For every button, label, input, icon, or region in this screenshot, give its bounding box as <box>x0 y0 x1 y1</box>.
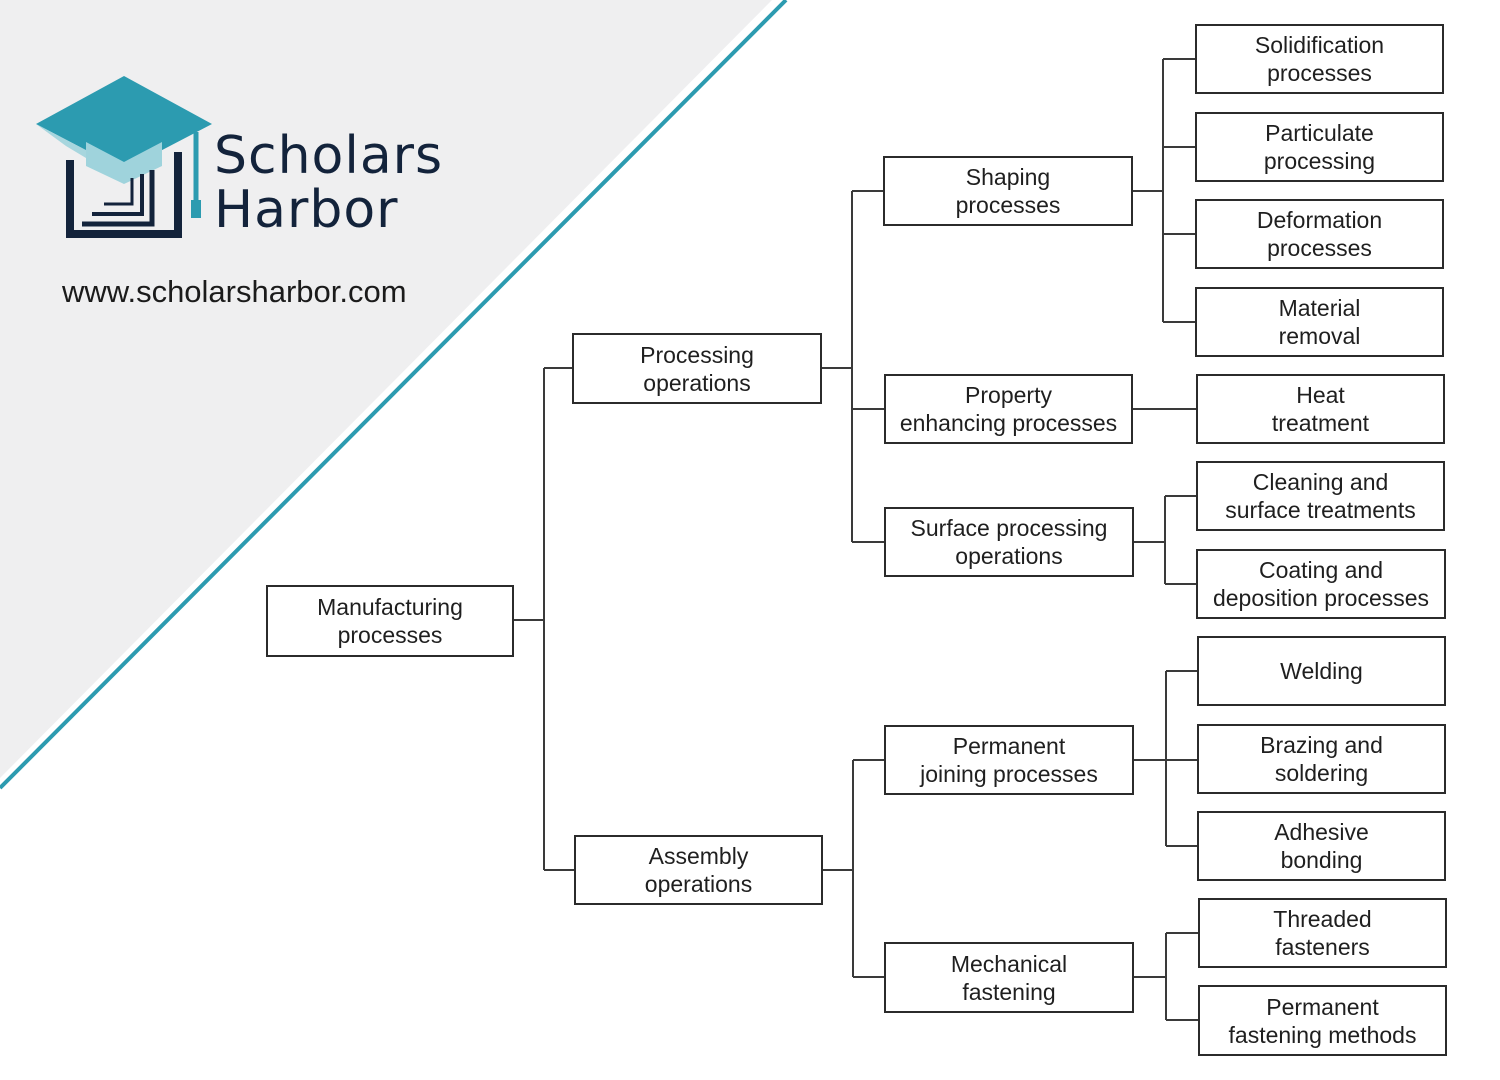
node-surface-processing-operations: Surface processing operations <box>884 507 1134 577</box>
node-threaded-fasteners: Threaded fasteners <box>1198 898 1447 968</box>
brand-url: www.scholarsharbor.com <box>62 274 407 309</box>
diagonal-accent-line <box>0 0 788 790</box>
gray-panel <box>0 0 772 778</box>
brand-name-line1: Scholars <box>214 126 444 186</box>
node-deformation-processes: Deformation processes <box>1195 199 1444 269</box>
node-permanent-fastening-methods: Permanent fastening methods <box>1198 985 1447 1056</box>
node-property-enhancing-processes: Property enhancing processes <box>884 374 1133 444</box>
node-assembly-operations: Assembly operations <box>574 835 823 905</box>
node-shaping-processes: Shaping processes <box>883 156 1133 226</box>
node-mechanical-fastening: Mechanical fastening <box>884 942 1134 1013</box>
node-welding: Welding <box>1197 636 1446 706</box>
node-heat-treatment: Heat treatment <box>1196 374 1445 444</box>
graduation-cap-book-icon <box>36 76 212 238</box>
node-material-removal: Material removal <box>1195 287 1444 357</box>
node-cleaning-surface-treatments: Cleaning and surface treatments <box>1196 461 1445 531</box>
node-brazing-soldering: Brazing and soldering <box>1197 724 1446 794</box>
brand-name-line2: Harbor <box>214 180 399 240</box>
node-manufacturing-processes: Manufacturing processes <box>266 585 514 657</box>
node-particulate-processing: Particulate processing <box>1195 112 1444 182</box>
node-solidification-processes: Solidification processes <box>1195 24 1444 94</box>
node-coating-deposition-processes: Coating and deposition processes <box>1196 549 1446 619</box>
node-adhesive-bonding: Adhesive bonding <box>1197 811 1446 881</box>
node-permanent-joining-processes: Permanent joining processes <box>884 725 1134 795</box>
node-processing-operations: Processing operations <box>572 333 822 404</box>
